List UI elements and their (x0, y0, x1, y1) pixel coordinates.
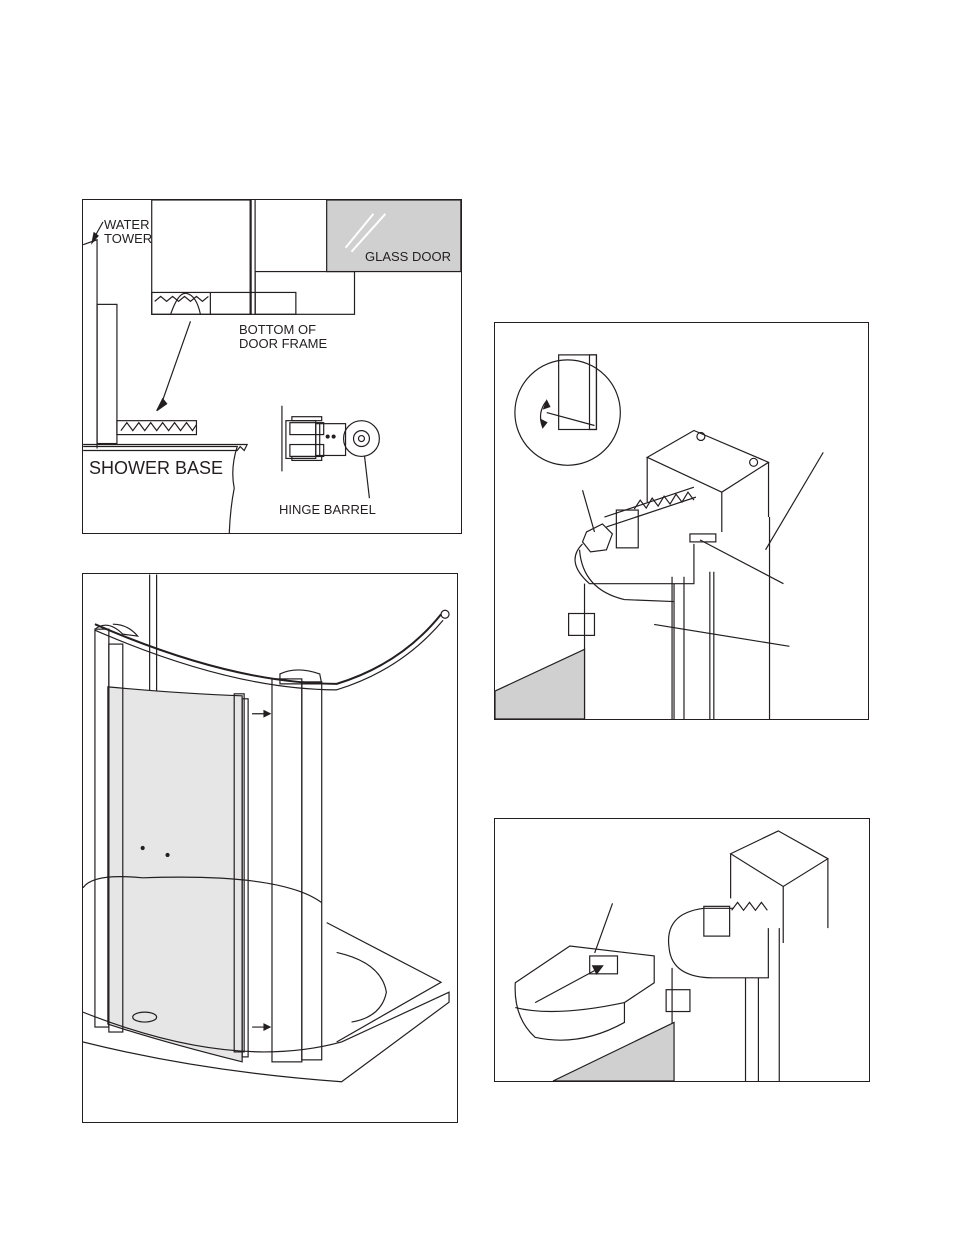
label-hinge-barrel: HINGE BARREL (279, 502, 376, 517)
figure-cap-installation (494, 818, 870, 1082)
label-shower-base: SHOWER BASE (89, 458, 224, 478)
adjustment-drawing (495, 354, 824, 719)
figure-door-frame-section: WATER TOWER GLASS DOOR BOTTOM OF DOOR FR… (82, 199, 462, 534)
label-water-tower: WATER TOWER (104, 217, 153, 246)
figure-shower-enclosure (82, 573, 458, 1123)
figure-wall-jamb-adjustment (494, 322, 869, 720)
section-drawing (83, 200, 461, 533)
label-glass-door: GLASS DOOR (365, 249, 451, 264)
label-bottom-of-door-frame: BOTTOM OF DOOR FRAME (239, 322, 328, 351)
enclosure-drawing (83, 574, 450, 1083)
cap-drawing (514, 830, 830, 1081)
